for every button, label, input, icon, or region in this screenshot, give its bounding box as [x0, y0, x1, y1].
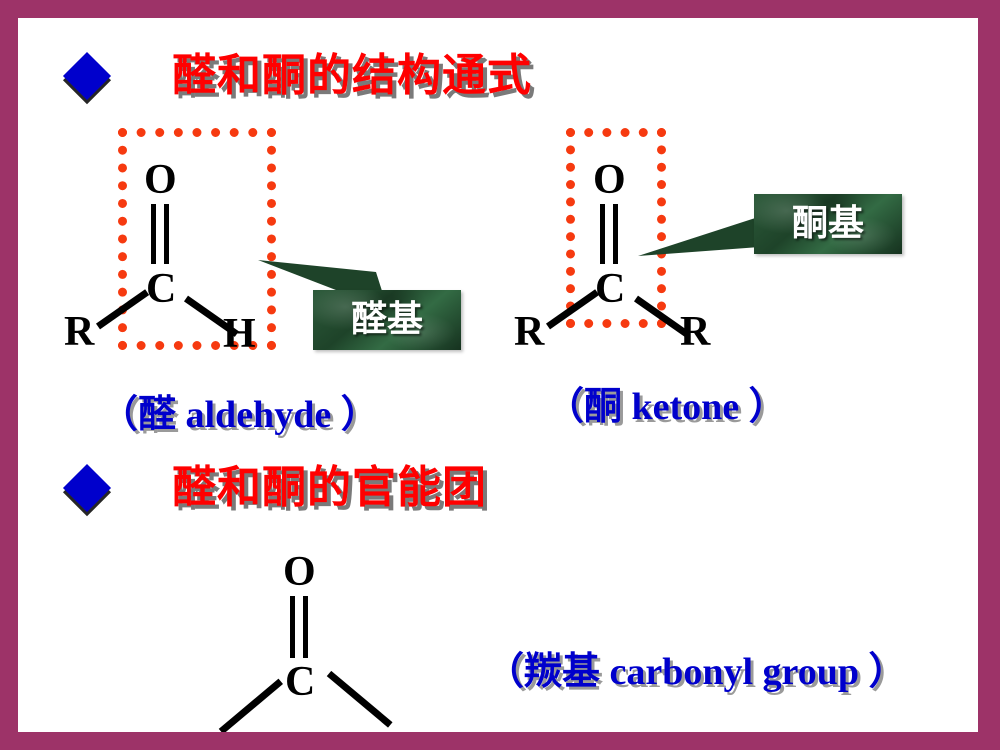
ketone-carbon-atom: C	[595, 266, 626, 312]
aldehyde-carbonyl-highlight-box	[118, 128, 276, 350]
blue-diamond-bullet-icon	[62, 51, 112, 101]
ketone-left-r-substituent: R	[514, 309, 545, 355]
aldehyde-callout-label: 醛基	[350, 299, 423, 340]
ketone-carbonyl-highlight-box	[566, 128, 666, 328]
aldehyde-carbon-atom: C	[146, 266, 177, 312]
aldehyde-caption: （醛 aldehyde ）	[100, 394, 379, 436]
ketone-right-r-substituent: R	[680, 309, 711, 355]
carbonyl-left-free-bond	[218, 678, 284, 732]
blue-diamond-bullet-icon-2	[62, 463, 112, 513]
aldehyde-oxygen-atom: O	[144, 157, 177, 203]
ketone-callout-label: 酮基	[791, 203, 864, 244]
carbonyl-right-free-bond	[326, 670, 393, 728]
aldehyde-callout-box: 醛基	[313, 290, 461, 350]
ketone-oxygen-atom: O	[593, 157, 626, 203]
aldehyde-r-substituent: R	[64, 309, 95, 355]
carbonyl-double-bond	[290, 596, 308, 658]
slide-canvas: 醛和酮的结构通式 O C R H	[18, 18, 978, 732]
carbonyl-oxygen-atom: O	[283, 549, 316, 595]
heading-2-label: 醛和酮的官能团	[172, 462, 487, 513]
ketone-callout-box: 酮基	[754, 194, 902, 254]
carbonyl-carbon-atom: C	[285, 659, 316, 705]
ketone-double-bond	[600, 204, 618, 264]
ketone-callout-pointer-icon	[638, 212, 774, 256]
carbonyl-caption: （羰基 carbonyl group ）	[486, 651, 907, 693]
aldehyde-h-substituent: H	[223, 311, 256, 357]
heading-functional-group: 醛和酮的官能团	[62, 462, 487, 513]
heading-1-label: 醛和酮的结构通式	[172, 50, 532, 101]
heading-structural-formula: 醛和酮的结构通式	[62, 50, 532, 101]
ketone-caption: （酮 ketone ）	[546, 386, 787, 428]
aldehyde-double-bond	[151, 204, 169, 264]
